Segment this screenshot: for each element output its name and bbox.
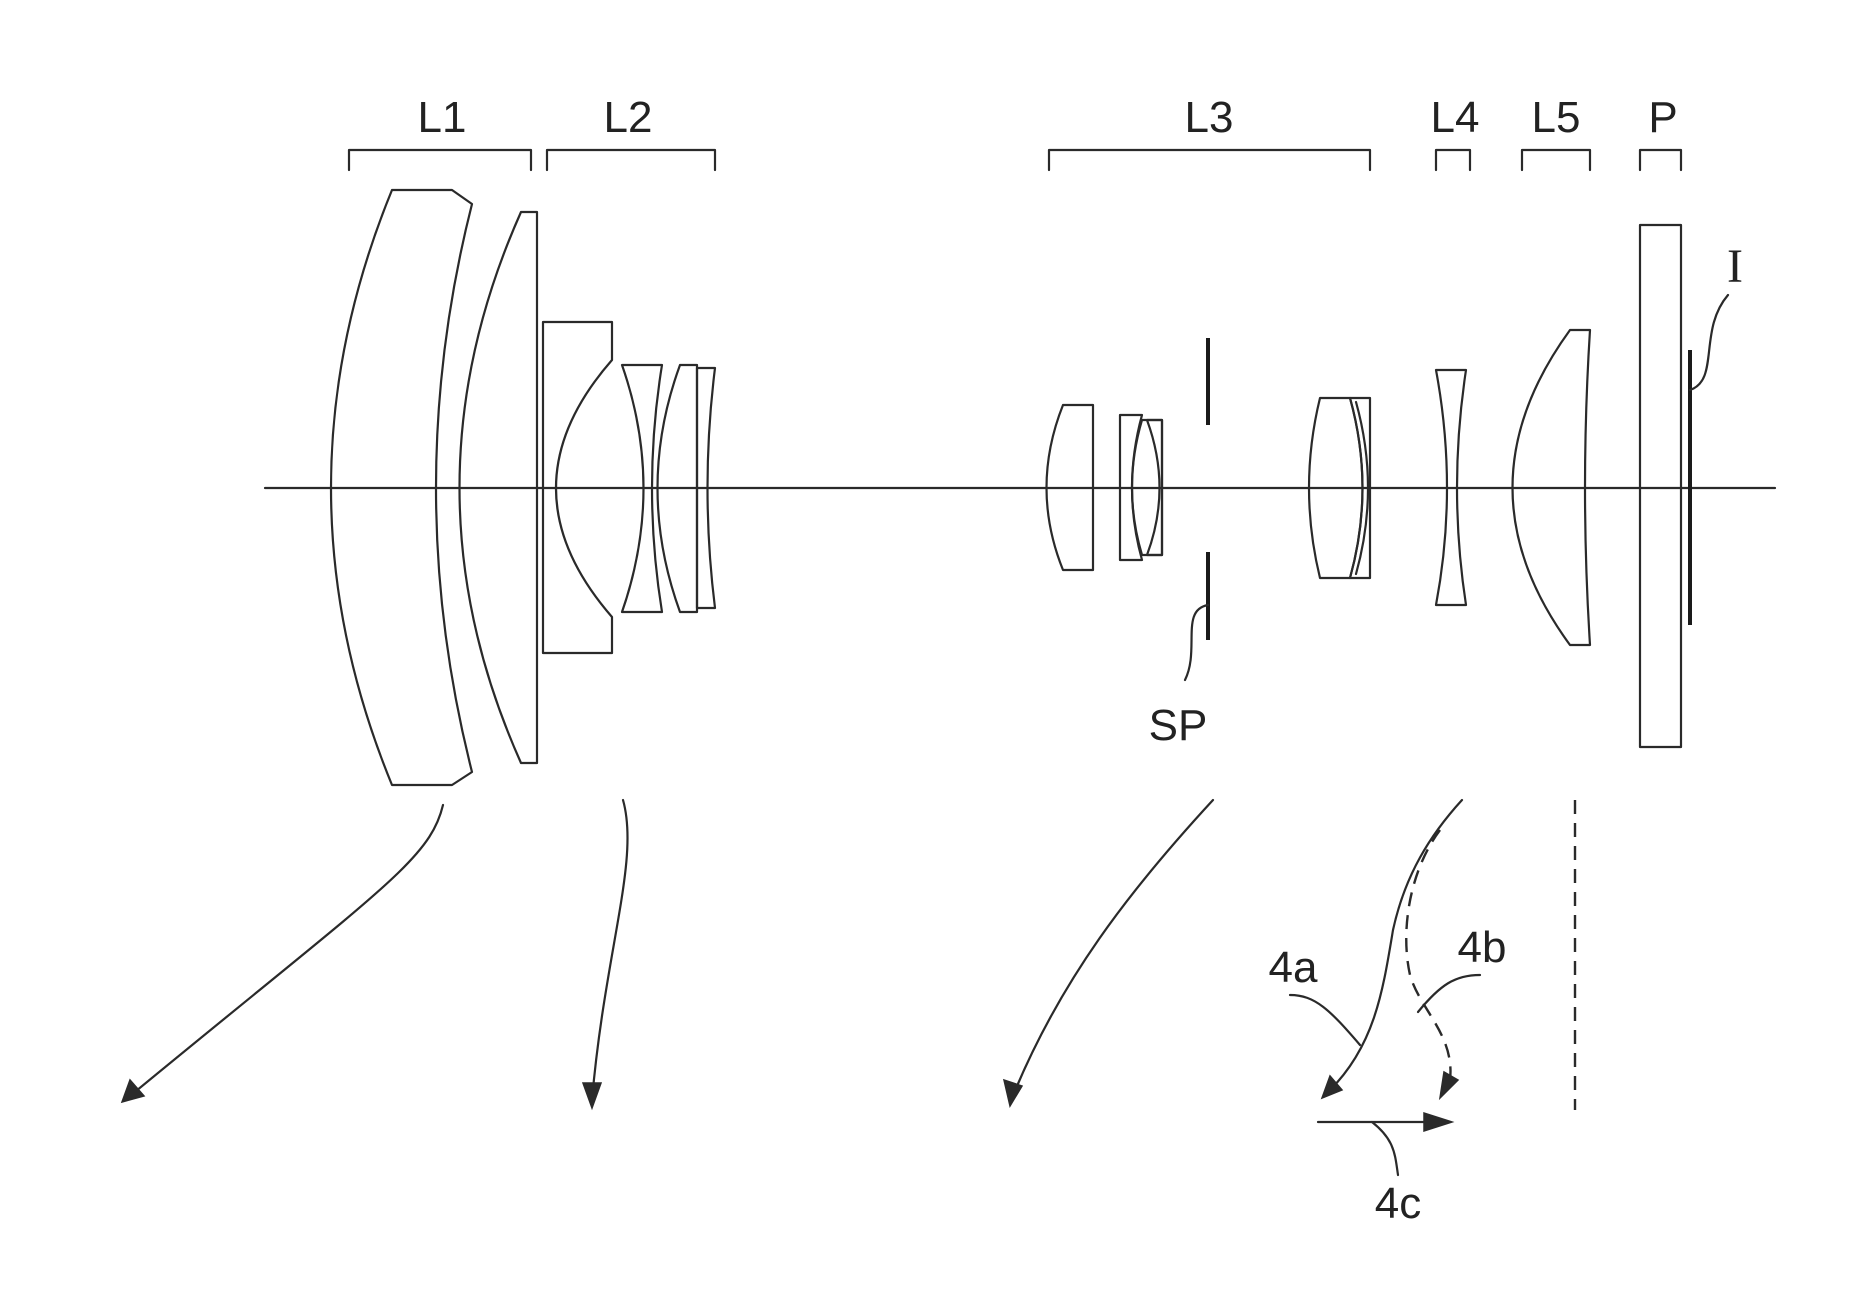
prism-block [1640,225,1681,747]
leader-4a [1290,995,1360,1045]
arrowhead-l3 [1004,1080,1022,1106]
bracket-l1 [349,150,531,170]
arrowhead-l1 [122,1080,144,1102]
label-4b: 4b [1458,923,1507,972]
bracket-l5 [1522,150,1590,170]
label-4a: 4a [1269,943,1318,992]
arrowhead-l2 [583,1083,601,1108]
leader-4c [1372,1122,1398,1175]
label-i: I [1727,240,1743,293]
bracket-l4 [1436,150,1470,170]
trajectory-l2 [592,800,628,1100]
trajectory-4a [1330,800,1462,1090]
trajectory-l1 [130,805,443,1096]
arrowhead-4c [1424,1113,1452,1131]
leader-4b [1418,975,1480,1012]
label-l4: L4 [1431,93,1480,142]
label-sp: SP [1149,701,1208,750]
leader-sp [1185,605,1208,680]
bracket-l3 [1049,150,1370,170]
label-l5: L5 [1532,93,1581,142]
bracket-p [1640,150,1681,170]
label-l3: L3 [1185,93,1234,142]
arrowhead-4b [1440,1072,1458,1098]
label-p: P [1648,93,1677,142]
leader-i [1690,295,1728,390]
trajectory-4b [1406,830,1450,1080]
label-l2: L2 [604,93,653,142]
bracket-l2 [547,150,715,170]
label-4c: 4c [1375,1179,1421,1228]
trajectory-l3 [1012,800,1213,1098]
label-l1: L1 [418,93,467,142]
